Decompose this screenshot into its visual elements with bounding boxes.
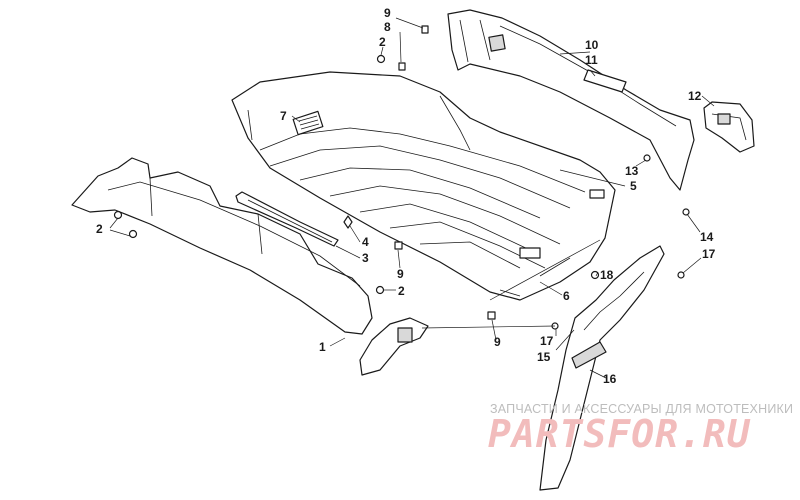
rail-bar	[235, 191, 339, 247]
callout-14: 14	[700, 230, 714, 244]
callout-16: 16	[603, 372, 617, 386]
left-side-panel	[71, 157, 373, 335]
callout-9: 9	[397, 267, 404, 281]
decal-15	[571, 341, 607, 369]
leader-lines	[109, 17, 715, 379]
watermark-tagline: ЗАПЧАСТИ И АКСЕССУАРЫ ДЛЯ МОТОТЕХНИКИ	[490, 402, 794, 416]
callout-4: 4	[362, 235, 369, 249]
left-rear-corner	[359, 317, 429, 376]
callout-17: 17	[540, 334, 554, 348]
callout-2: 2	[379, 35, 386, 49]
callout-6: 6	[563, 289, 570, 303]
callout-9: 9	[384, 6, 391, 20]
callout-17: 17	[702, 247, 716, 261]
right-rear-post	[539, 245, 665, 491]
tie-down-6	[589, 189, 605, 199]
watermark-logo: PARTSFOR.RU	[488, 412, 751, 456]
tie-down-5	[519, 247, 541, 259]
corner-bracket	[703, 101, 755, 153]
callout-11: 11	[585, 53, 598, 67]
callout-2: 2	[398, 284, 405, 298]
callout-13: 13	[625, 164, 639, 178]
callout-3: 3	[362, 251, 369, 265]
callout-15: 15	[537, 350, 551, 364]
callout-7: 7	[280, 109, 287, 123]
callout-8: 8	[384, 20, 391, 34]
callout-10: 10	[585, 38, 599, 52]
callout-labels: 1 2 2 2 3 4 5 6 7 8 9 9 9 10 11 12 13 14…	[96, 6, 716, 386]
callout-12: 12	[688, 89, 702, 103]
cargo-box	[231, 71, 616, 301]
callout-18: 18	[600, 268, 614, 282]
callout-5: 5	[630, 179, 637, 193]
callout-2: 2	[96, 222, 103, 236]
callout-9: 9	[494, 335, 501, 349]
callout-1: 1	[319, 340, 326, 354]
